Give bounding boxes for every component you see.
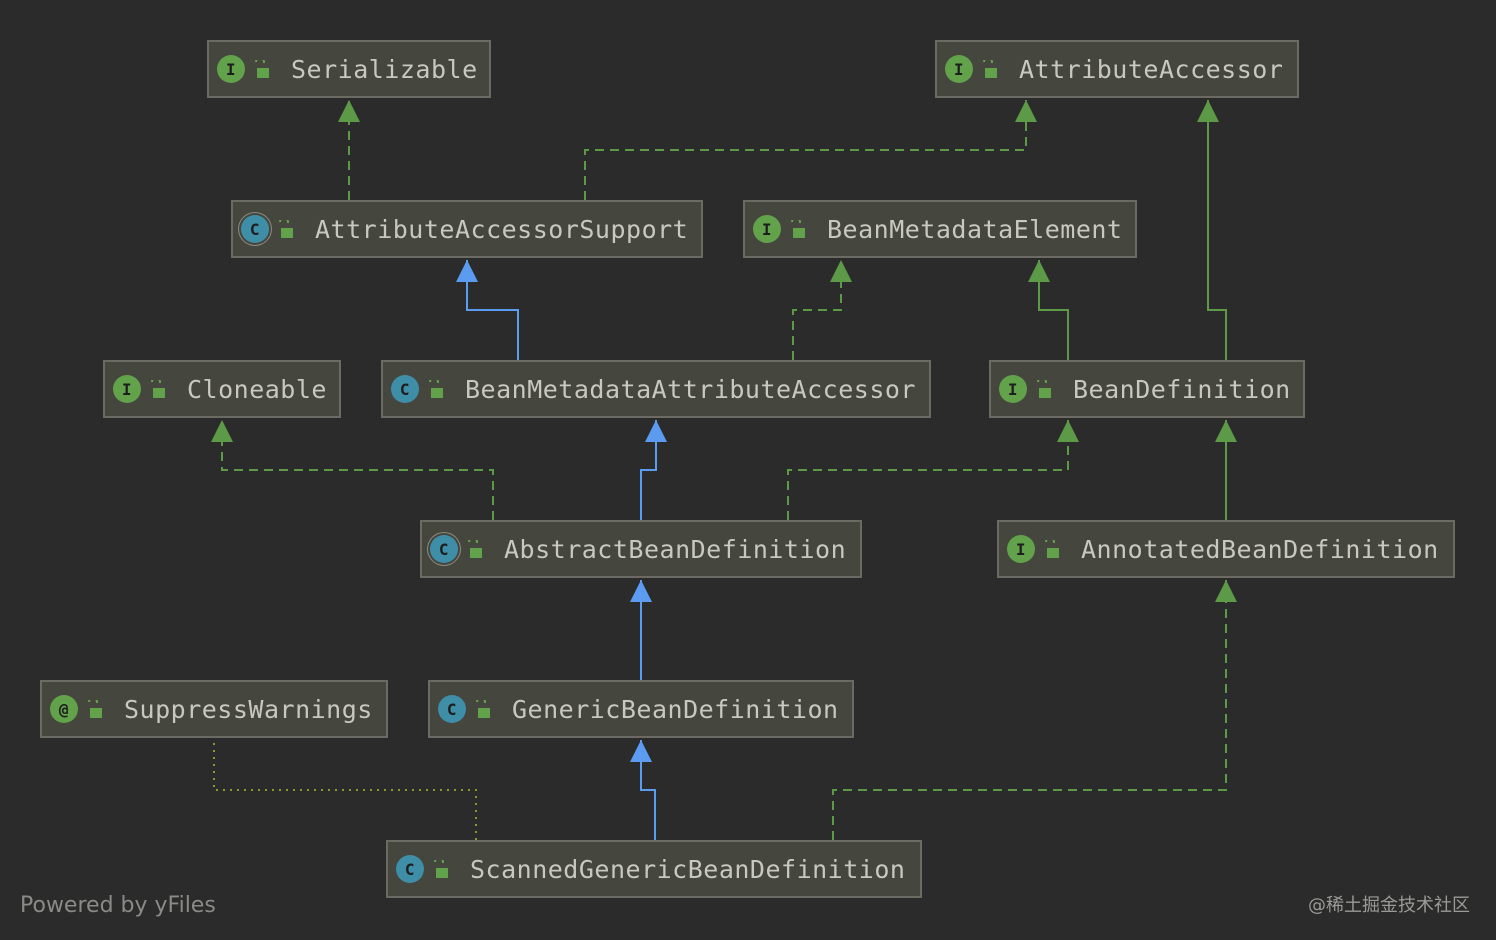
arrowhead-attribute-accessor-support-to-attribute-accessor	[1015, 100, 1037, 122]
arrowhead-abstract-bean-definition-to-bean-metadata-attribute-accessor	[645, 420, 667, 442]
watermark: @稀土掘金技术社区	[1308, 895, 1470, 916]
node-label: ScannedGenericBeanDefinition	[470, 854, 906, 884]
node-label: Cloneable	[187, 374, 327, 404]
powered-by-label: Powered by yFiles	[20, 893, 216, 918]
node-abstract-bean-definition[interactable]: C AbstractBeanDefinition	[420, 520, 862, 578]
node-bean-metadata-element[interactable]: I BeanMetadataElement	[743, 200, 1137, 258]
node-label: BeanMetadataAttributeAccessor	[465, 374, 916, 404]
unlocked-icon	[434, 860, 448, 878]
node-suppress-warnings[interactable]: @ SuppressWarnings	[40, 680, 388, 738]
node-label: AttributeAccessor	[1019, 54, 1284, 84]
arrowhead-bean-definition-to-bean-metadata-element	[1028, 260, 1050, 282]
node-label: AbstractBeanDefinition	[504, 534, 847, 564]
interface-icon: I	[113, 375, 141, 403]
unlocked-icon	[476, 700, 490, 718]
arrowhead-abstract-bean-definition-to-cloneable	[211, 420, 233, 442]
edge-bean-definition-to-attribute-accessor	[1207, 100, 1227, 360]
edge-abstract-bean-definition-to-cloneable	[221, 420, 494, 520]
unlocked-icon	[983, 60, 997, 78]
interface-icon: I	[217, 55, 245, 83]
unlocked-icon	[151, 380, 165, 398]
interface-icon: I	[1007, 535, 1035, 563]
unlocked-icon	[1037, 380, 1051, 398]
arrowhead-generic-bean-definition-to-abstract-bean-definition	[630, 580, 652, 602]
arrowhead-bean-definition-to-attribute-accessor	[1197, 100, 1219, 122]
edge-scanned-generic-bean-definition-to-suppress-warnings	[213, 740, 477, 840]
node-bean-metadata-attribute-accessor[interactable]: C BeanMetadataAttributeAccessor	[381, 360, 931, 418]
arrowhead-scanned-generic-bean-definition-to-generic-bean-definition	[630, 740, 652, 762]
annotation-icon: @	[50, 695, 78, 723]
class-icon: C	[396, 855, 424, 883]
node-label: AnnotatedBeanDefinition	[1081, 534, 1439, 564]
interface-icon: I	[945, 55, 973, 83]
interface-icon: I	[999, 375, 1027, 403]
arrowhead-bean-metadata-attribute-accessor-to-bean-metadata-element	[830, 260, 852, 282]
arrowhead-annotated-bean-definition-to-bean-definition	[1215, 420, 1237, 442]
unlocked-icon	[429, 380, 443, 398]
node-cloneable[interactable]: I Cloneable	[103, 360, 341, 418]
abstract-class-icon: C	[241, 215, 269, 243]
node-label: SuppressWarnings	[124, 694, 373, 724]
node-annotated-bean-definition[interactable]: I AnnotatedBeanDefinition	[997, 520, 1455, 578]
edge-abstract-bean-definition-to-bean-metadata-attribute-accessor	[640, 420, 657, 520]
node-label: BeanMetadataElement	[827, 214, 1123, 244]
node-label: BeanDefinition	[1073, 374, 1291, 404]
edge-bean-metadata-attribute-accessor-to-bean-metadata-element	[792, 260, 842, 360]
node-serializable[interactable]: I Serializable	[207, 40, 491, 98]
class-icon: C	[438, 695, 466, 723]
node-attribute-accessor-support[interactable]: C AttributeAccessorSupport	[231, 200, 703, 258]
edge-bean-metadata-attribute-accessor-to-attribute-accessor-support	[466, 260, 519, 360]
node-label: Serializable	[291, 54, 478, 84]
node-attribute-accessor[interactable]: I AttributeAccessor	[935, 40, 1299, 98]
unlocked-icon	[279, 220, 293, 238]
edge-scanned-generic-bean-definition-to-generic-bean-definition	[640, 740, 656, 840]
unlocked-icon	[1045, 540, 1059, 558]
arrowhead-attribute-accessor-support-to-serializable	[338, 100, 360, 122]
interface-icon: I	[753, 215, 781, 243]
unlocked-icon	[791, 220, 805, 238]
class-icon: C	[391, 375, 419, 403]
node-label: AttributeAccessorSupport	[315, 214, 689, 244]
node-generic-bean-definition[interactable]: C GenericBeanDefinition	[428, 680, 854, 738]
arrowhead-scanned-generic-bean-definition-to-annotated-bean-definition	[1215, 580, 1237, 602]
node-scanned-generic-bean-definition[interactable]: C ScannedGenericBeanDefinition	[386, 840, 922, 898]
arrowhead-abstract-bean-definition-to-bean-definition	[1057, 420, 1079, 442]
arrowhead-bean-metadata-attribute-accessor-to-attribute-accessor-support	[456, 260, 478, 282]
abstract-class-icon: C	[430, 535, 458, 563]
edge-abstract-bean-definition-to-bean-definition	[787, 420, 1069, 520]
edge-attribute-accessor-support-to-attribute-accessor	[584, 100, 1027, 200]
edge-scanned-generic-bean-definition-to-annotated-bean-definition	[832, 580, 1227, 840]
node-label: GenericBeanDefinition	[512, 694, 839, 724]
unlocked-icon	[88, 700, 102, 718]
node-bean-definition[interactable]: I BeanDefinition	[989, 360, 1305, 418]
unlocked-icon	[255, 60, 269, 78]
edge-bean-definition-to-bean-metadata-element	[1038, 260, 1069, 360]
unlocked-icon	[468, 540, 482, 558]
